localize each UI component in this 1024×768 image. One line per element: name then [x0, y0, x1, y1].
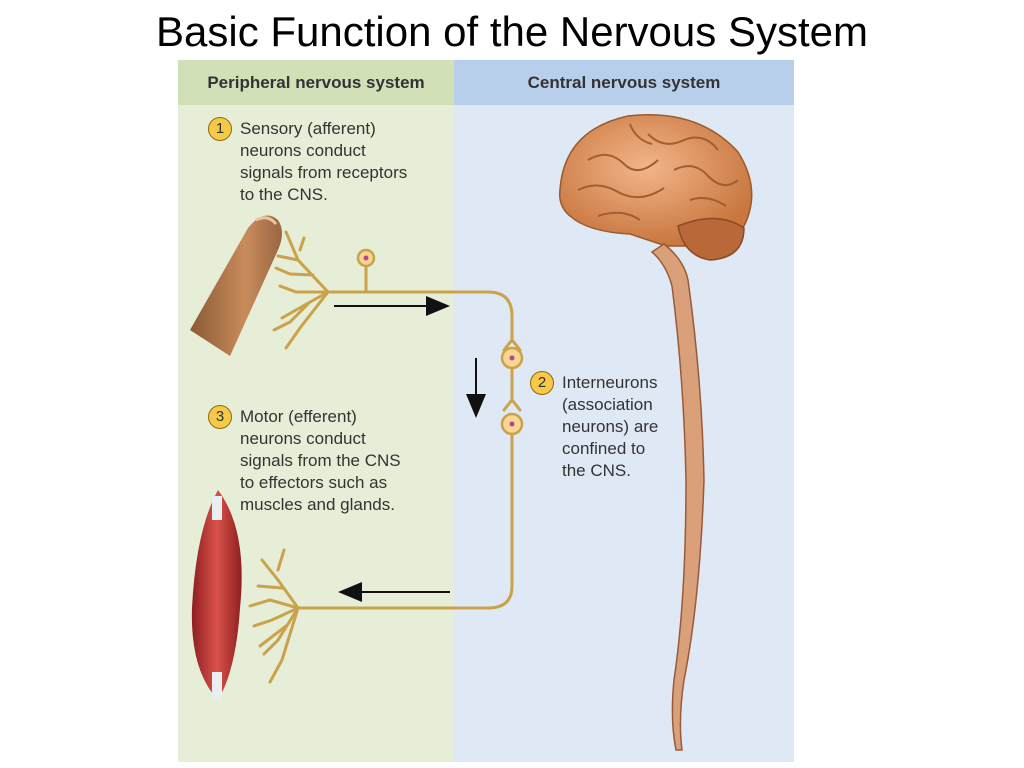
- motor-neuron: [248, 548, 450, 684]
- step-2-text: Interneurons (association neurons) are c…: [562, 373, 659, 480]
- page-title: Basic Function of the Nervous System: [156, 8, 868, 55]
- step-3-text: Motor (efferent) neurons conduct signals…: [240, 407, 401, 514]
- step-1-number: 1: [208, 117, 232, 141]
- step-3: 3 Motor (efferent) neurons conduct signa…: [208, 405, 401, 516]
- step-3-number: 3: [208, 405, 232, 429]
- step-1-text: Sensory (afferent) neurons conduct signa…: [240, 119, 408, 204]
- step-1: 1 Sensory (afferent) neurons conduct sig…: [208, 117, 408, 206]
- diagram-art: [190, 114, 753, 751]
- step-2: 2 Interneurons (association neurons) are…: [530, 371, 659, 482]
- muscle-illustration: [191, 490, 242, 700]
- interneuron: [446, 337, 522, 610]
- sensory-neuron: [272, 230, 514, 350]
- step-2-number: 2: [530, 371, 554, 395]
- cns-header: Central nervous system: [454, 60, 794, 105]
- finger-illustration: [190, 215, 282, 356]
- spinal-cord-illustration: [650, 243, 705, 751]
- nervous-system-diagram: Peripheral nervous system Central nervou…: [178, 60, 794, 762]
- pns-header: Peripheral nervous system: [178, 60, 454, 105]
- brain-illustration: [558, 114, 753, 261]
